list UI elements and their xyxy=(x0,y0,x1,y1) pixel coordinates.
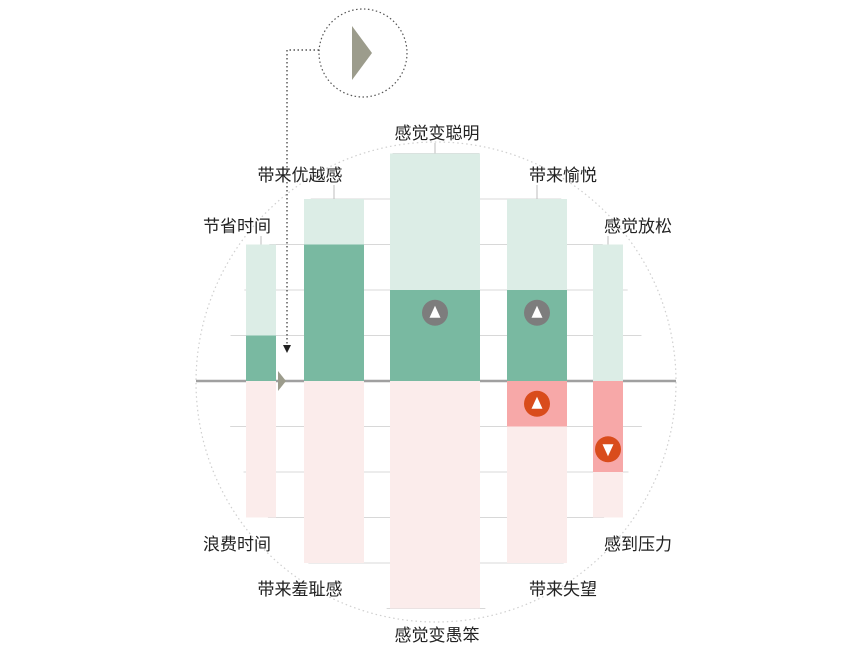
callout-leader xyxy=(286,49,319,348)
axis-pointer-icon xyxy=(278,371,286,391)
bar-negative-potential xyxy=(304,381,364,563)
markers-layer xyxy=(422,299,621,463)
marker-arrow-glyph xyxy=(429,305,441,318)
tick-label-top: 带来愉悦 xyxy=(529,166,597,186)
tick-label-bottom: 感到压力 xyxy=(604,535,672,555)
marker-arrow-glyph xyxy=(602,444,614,457)
tick-label-top: 感觉变聪明 xyxy=(395,124,480,144)
marker-arrow-glyph xyxy=(531,305,543,318)
callout-arrowhead xyxy=(283,345,291,353)
tick-label-top: 感觉放松 xyxy=(604,217,672,237)
bar-positive-potential xyxy=(593,244,623,381)
tick-label-top: 节省时间 xyxy=(203,217,271,237)
bar-negative-potential xyxy=(390,381,480,609)
bar-positive-actual xyxy=(246,335,276,381)
tick-label-bottom: 浪费时间 xyxy=(203,535,271,555)
bar-positive-actual xyxy=(304,244,364,381)
zoom-callout xyxy=(283,8,408,353)
tick-label-top: 带来优越感 xyxy=(258,166,343,186)
right-pointer-icon xyxy=(352,26,372,80)
tick-label-bottom: 带来羞耻感 xyxy=(258,580,343,600)
tick-label-bottom: 带来失望 xyxy=(529,580,597,600)
tick-label-bottom: 感觉变愚笨 xyxy=(395,626,480,646)
marker-arrow-glyph xyxy=(531,396,543,409)
bar-negative-potential xyxy=(246,381,276,518)
